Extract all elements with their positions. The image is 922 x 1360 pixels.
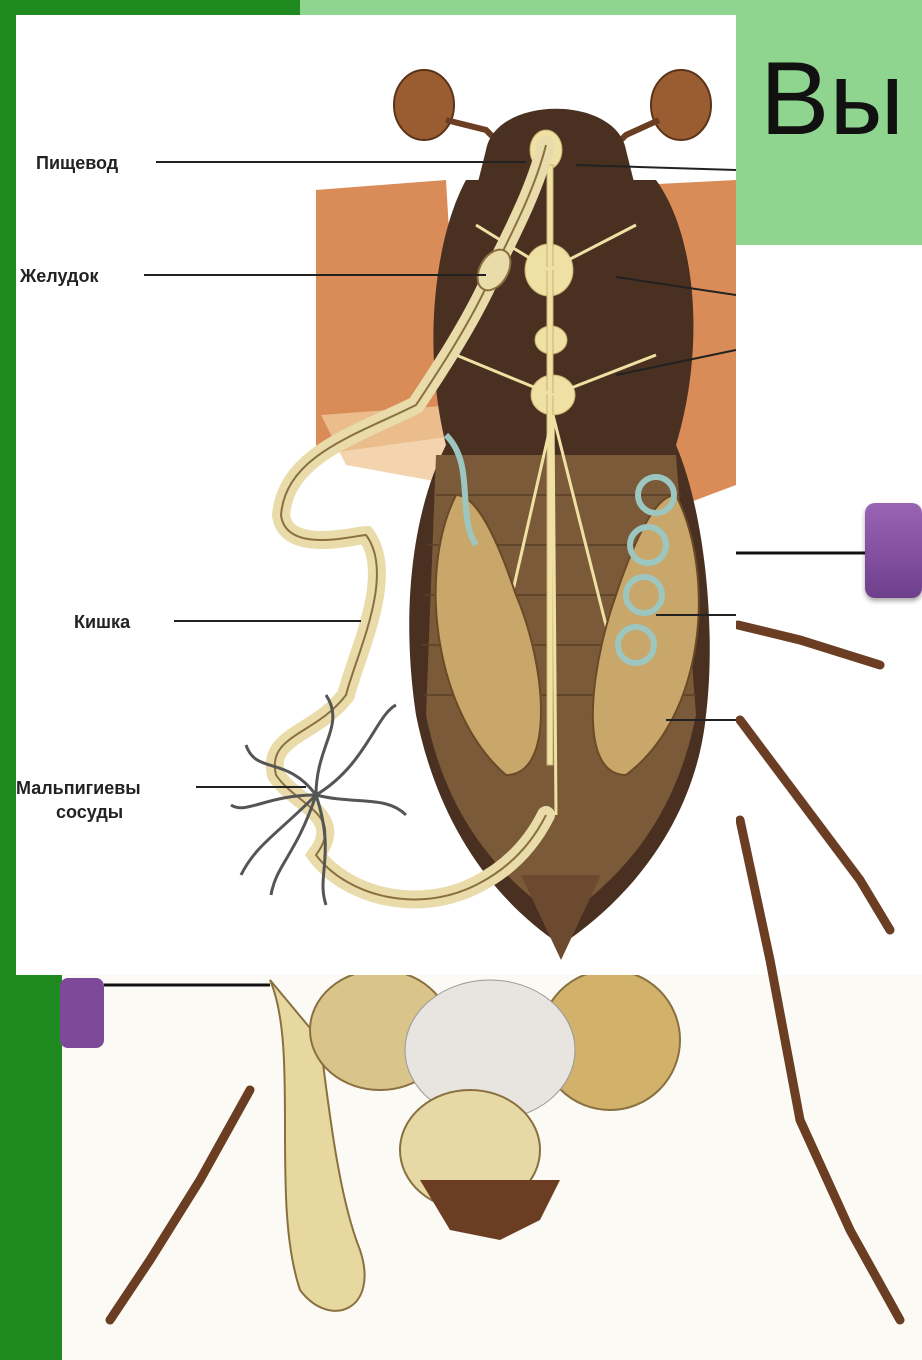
label-intestine: Кишка	[74, 611, 130, 633]
beetle-leg-right-mid	[740, 720, 890, 930]
beetle-leg-right-upper	[738, 625, 880, 665]
label-malpighian-line2: сосуды	[56, 801, 123, 823]
left-antenna-club	[394, 70, 454, 140]
right-antenna-club	[651, 70, 711, 140]
purple-button-right[interactable]	[865, 503, 922, 598]
label-malpighian-line1: Мальпигиевы	[16, 777, 141, 799]
anatomy-diagram-panel: Пищевод Желудок Кишка Мальпигиевы сосуды	[16, 15, 736, 975]
label-stomach: Желудок	[20, 265, 98, 287]
beetle-leg-right-lower	[740, 820, 900, 1320]
beetle-leg-left-lower	[110, 1090, 250, 1320]
lower-organs	[270, 970, 680, 1311]
label-esophagus: Пищевод	[36, 152, 118, 174]
purple-shape-left	[60, 978, 104, 1048]
beetle-anatomy-svg	[16, 15, 736, 975]
